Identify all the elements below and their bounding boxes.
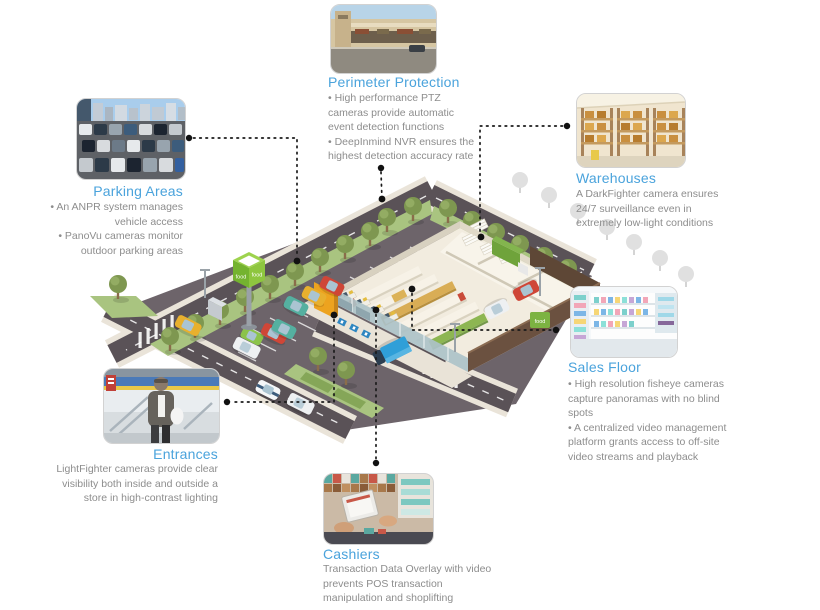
yellow-taxi (173, 315, 202, 338)
parking-lot-photo (77, 99, 185, 179)
parked-teal-car-2 (270, 319, 297, 340)
warehouses-bullet-1: A DarkFighter camera ensures 24/7 survei… (576, 188, 719, 229)
cashiers-photo (323, 473, 434, 545)
store-building: food (314, 218, 601, 372)
svg-text:food: food (252, 273, 263, 279)
sales-floor-bullet-1: • High resolution fisheye cameras captur… (568, 378, 724, 419)
parking-bullet-2: • PanoVu cameras monitor outdoor parking… (58, 230, 183, 257)
warehouse-racks-photo (577, 94, 685, 167)
parking-booth (208, 297, 227, 321)
blue-truck (372, 336, 413, 366)
parking-description: • An ANPR system manages vehicle access … (43, 200, 183, 258)
bottom-white-van (285, 392, 315, 416)
dock-truck (492, 236, 528, 276)
road-red-car (511, 278, 540, 301)
pos-checkout-photo (324, 474, 433, 544)
strip-mall-photo (331, 5, 436, 73)
road-white-car (483, 298, 510, 319)
entrances-title: Entrances (153, 446, 218, 462)
sales-floor-photo (570, 286, 678, 358)
white-van (231, 336, 261, 360)
svg-text:food: food (236, 275, 247, 281)
sales-floor-title: Sales Floor (568, 359, 642, 375)
cashiers-description: Transaction Data Overlay with video prev… (323, 562, 505, 606)
perimeter-bullet-2: • DeepInmind NVR ensures the highest det… (328, 135, 475, 163)
cashiers-bullet-1: Transaction Data Overlay with video prev… (323, 563, 492, 604)
entrances-photo (103, 368, 220, 444)
connector-sales-floor (411, 292, 553, 331)
parking-bullet-1: • An ANPR system manages vehicle access (50, 201, 183, 228)
parking-photo (76, 98, 186, 180)
wall-food-sign: food (530, 312, 550, 328)
disabled-parking-marks (337, 317, 371, 339)
callout-connectors (192, 125, 564, 460)
sales-floor-bullet-2: • A centralized video management platfor… (568, 421, 727, 463)
street-lights (200, 267, 545, 352)
entrances-bullet-1: LightFighter cameras provide clear visib… (56, 463, 218, 504)
green-car (239, 326, 264, 347)
connector-entrances (230, 318, 335, 403)
warehouses-title: Warehouses (576, 170, 657, 186)
entrance-shopper-photo (104, 369, 219, 443)
cashiers-title: Cashiers (323, 546, 380, 562)
connector-parking (192, 137, 298, 258)
connector-warehouses (479, 125, 564, 234)
perimeter-title: Perimeter Protection (328, 74, 460, 90)
store-shelves-photo (571, 287, 677, 357)
warehouses-photo (576, 93, 686, 168)
callout-dots (185, 122, 571, 467)
perimeter-bullet-1: • High performance PTZ cameras provide a… (328, 92, 455, 133)
connector-perimeter (380, 171, 383, 196)
vehicles (173, 276, 540, 416)
parked-red-car (318, 276, 345, 297)
parking-title: Parking Areas (93, 183, 183, 199)
perimeter-photo (330, 4, 437, 74)
warehouses-description: A DarkFighter camera ensures 24/7 survei… (576, 187, 722, 231)
parked-yellow-car (300, 286, 327, 307)
food-cube-sign: food food (233, 252, 265, 330)
entrances-description: LightFighter cameras provide clear visib… (50, 462, 218, 506)
parked-teal-car (282, 296, 309, 317)
police-car (254, 380, 281, 401)
perimeter-description: • High performance PTZ cameras provide a… (328, 91, 482, 164)
sales-shelves (348, 266, 489, 350)
svg-text:food: food (535, 319, 546, 325)
sales-floor-description: • High resolution fisheye cameras captur… (568, 377, 730, 464)
